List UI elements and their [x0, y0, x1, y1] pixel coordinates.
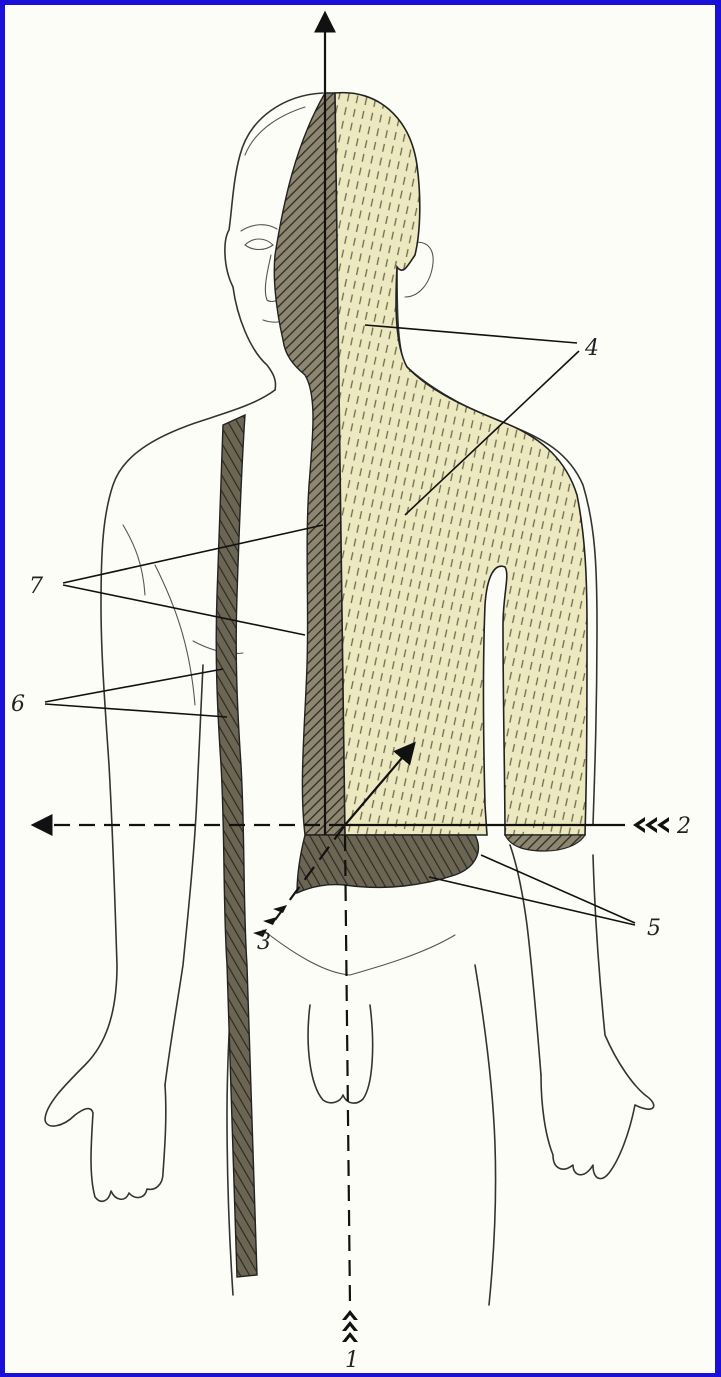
left-eye	[245, 239, 273, 250]
label-2: 2	[676, 814, 691, 839]
groin-outline	[308, 1005, 373, 1103]
right-arm	[541, 855, 654, 1179]
plane-4-region	[335, 93, 587, 835]
label-3: 3	[257, 930, 271, 955]
hairline	[245, 107, 305, 155]
plane-7-band	[274, 93, 345, 835]
plane-5-right-lip	[505, 835, 585, 851]
label-6: 6	[11, 692, 25, 717]
label-5: 5	[647, 916, 661, 941]
left-torso-detail	[155, 565, 195, 705]
vertical-axis-lower	[345, 835, 350, 1305]
label-1: 1	[345, 1348, 359, 1373]
plane-5-region	[297, 835, 478, 893]
left-hip	[263, 930, 350, 975]
label-4: 4	[584, 336, 599, 361]
left-inner-arm	[165, 665, 203, 1085]
eyebrow	[241, 225, 277, 231]
right-hip	[350, 935, 455, 975]
left-arm-fold	[123, 525, 145, 595]
axis-1-chevrons	[342, 1310, 358, 1342]
label-7: 7	[29, 574, 43, 599]
figure-frame: 4 7 6 2 5 3 1	[5, 5, 715, 1373]
anatomical-planes-diagram: 4 7 6 2 5 3 1	[5, 5, 715, 1373]
right-leg	[475, 965, 496, 1305]
axis-2-chevrons	[633, 817, 669, 833]
